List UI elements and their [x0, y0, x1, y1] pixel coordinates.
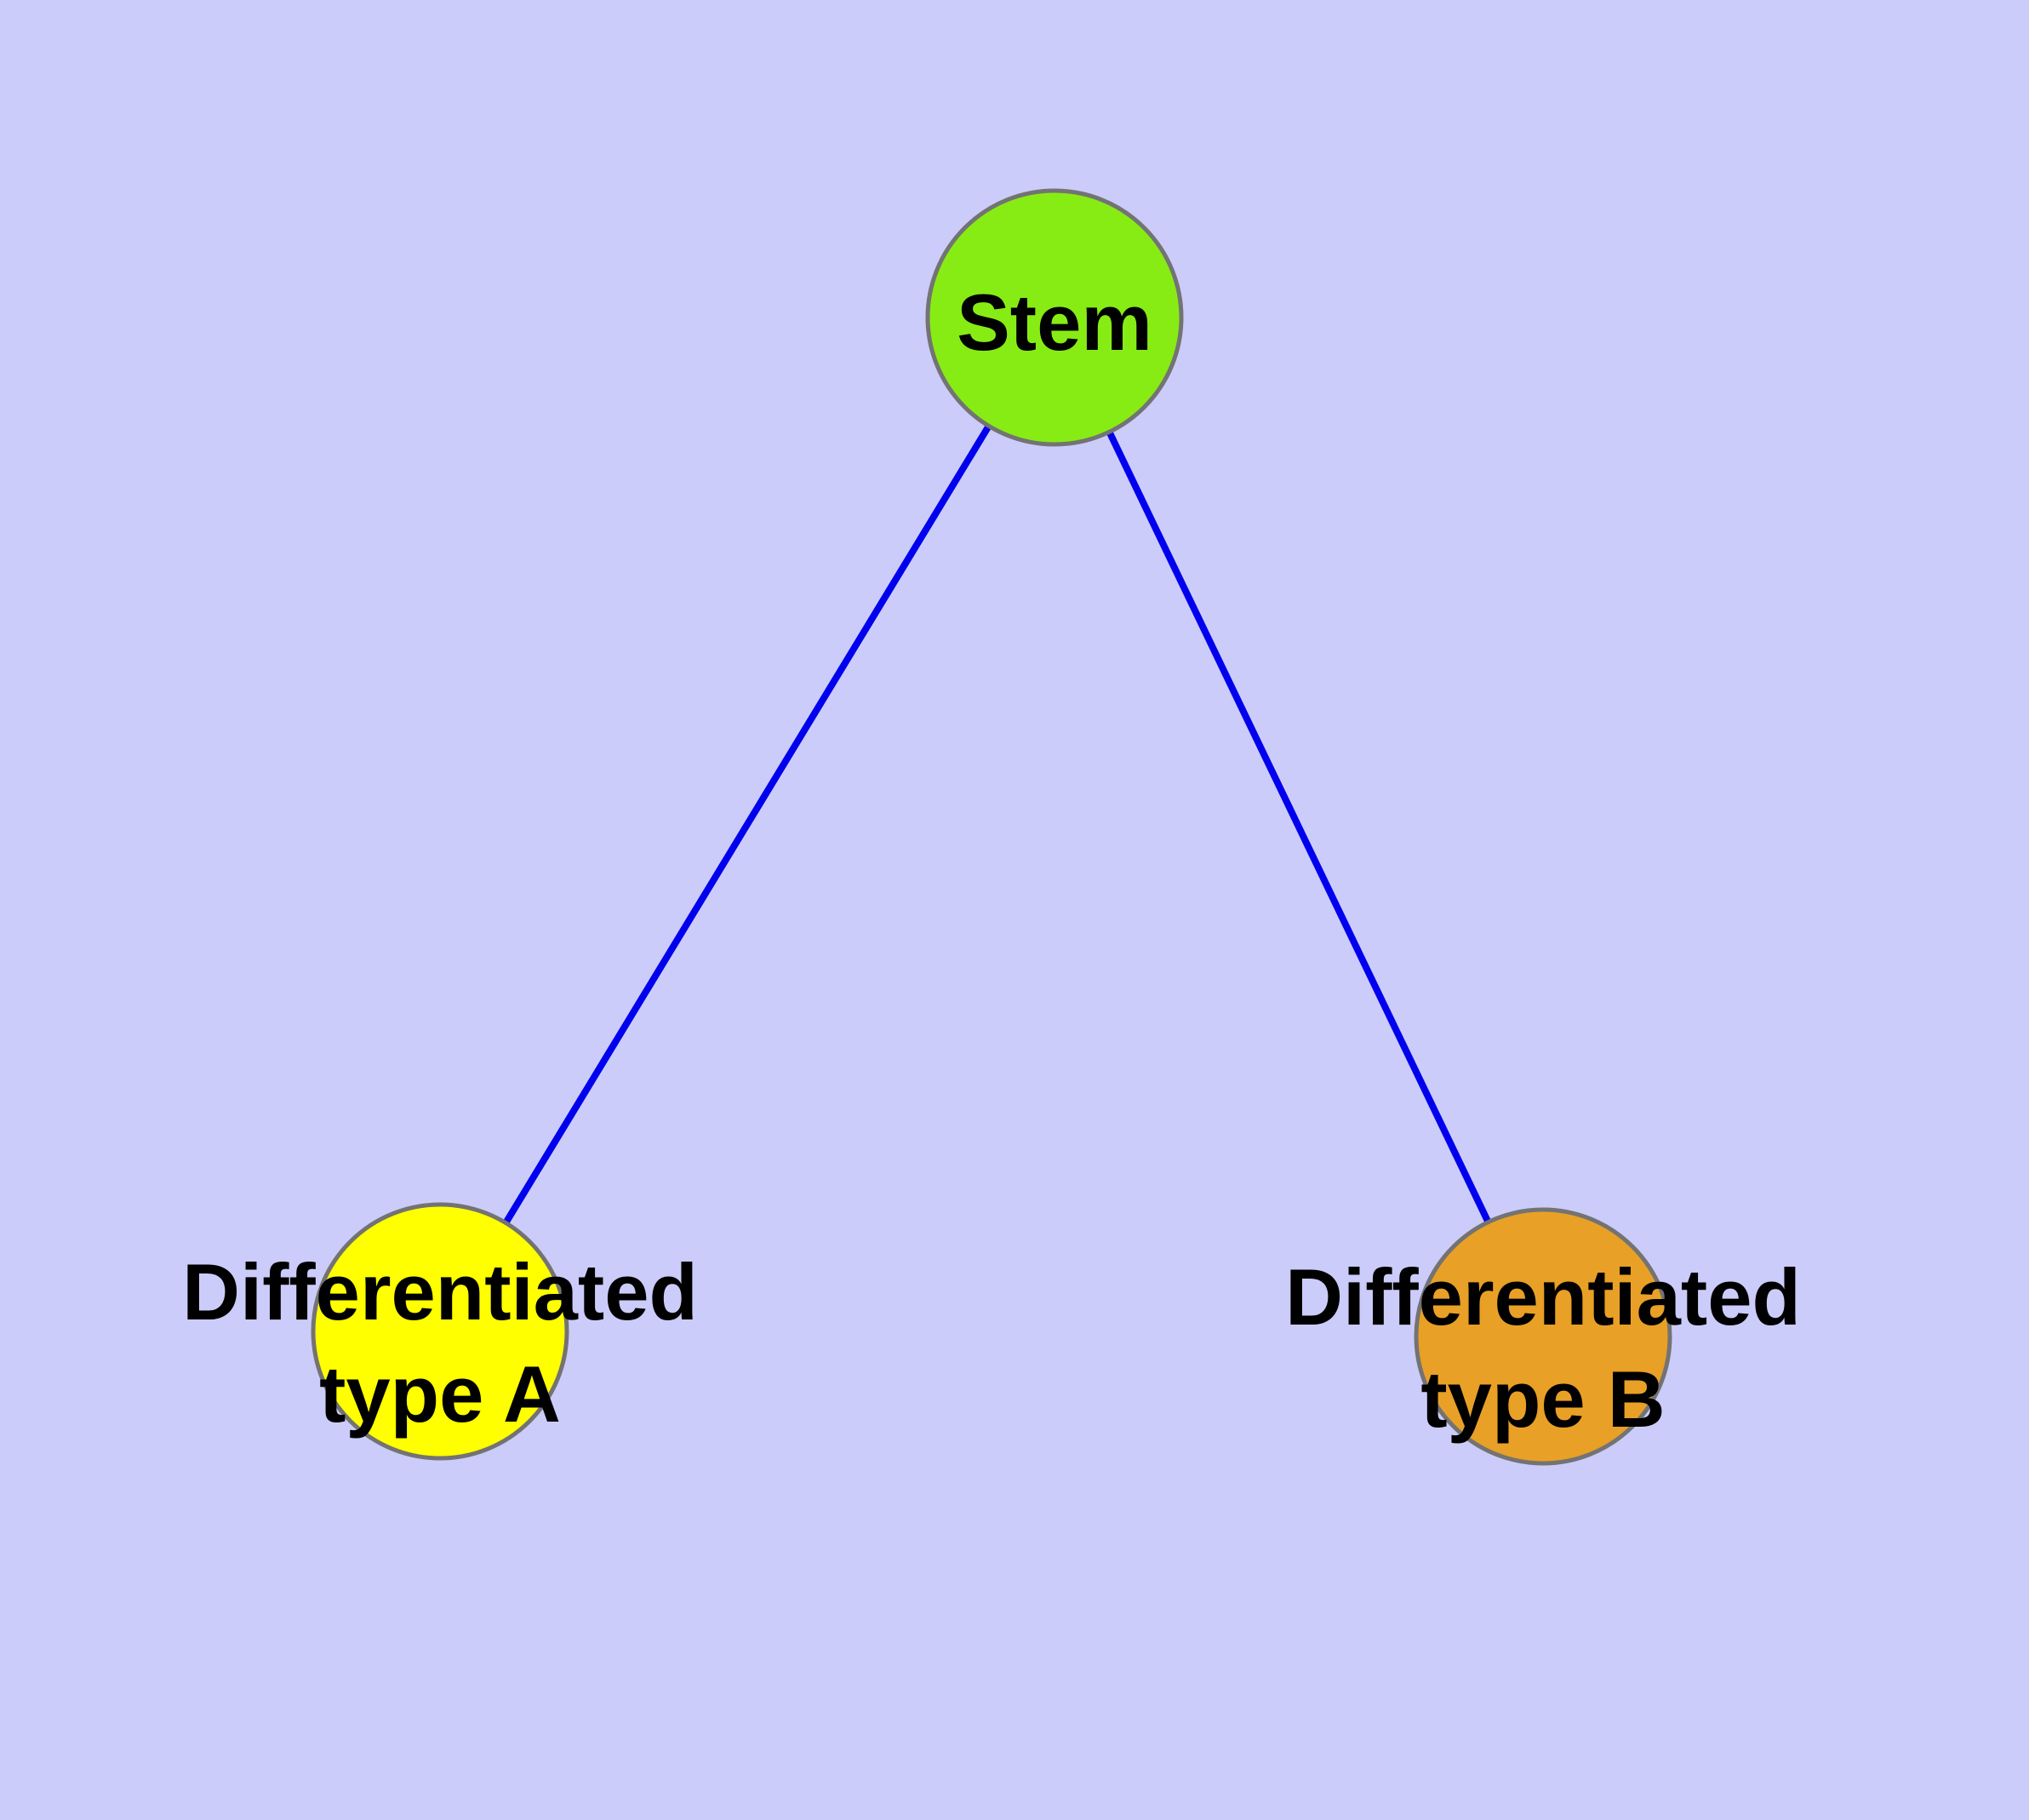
node-stem-label-line-1: Stem	[957, 278, 1152, 367]
edge-stem-type-a	[437, 315, 1058, 1334]
node-type-b-label-line-2: type B	[1420, 1354, 1665, 1444]
node-type-a-circle	[311, 1202, 569, 1461]
node-type-a-label-line-2: type A	[319, 1349, 561, 1439]
node-type-b-label: Differentiated type B	[1285, 1252, 1801, 1444]
edge-stem-type-b	[1051, 316, 1546, 1338]
node-stem-label: Stem	[957, 278, 1152, 367]
node-type-a-label: Differentiated type A	[182, 1247, 698, 1439]
node-type-a-label-line-1: Differentiated	[182, 1247, 698, 1336]
node-stem-circle	[925, 188, 1184, 447]
node-type-b-label-line-1: Differentiated	[1285, 1252, 1801, 1342]
node-type-b-circle	[1414, 1207, 1672, 1466]
